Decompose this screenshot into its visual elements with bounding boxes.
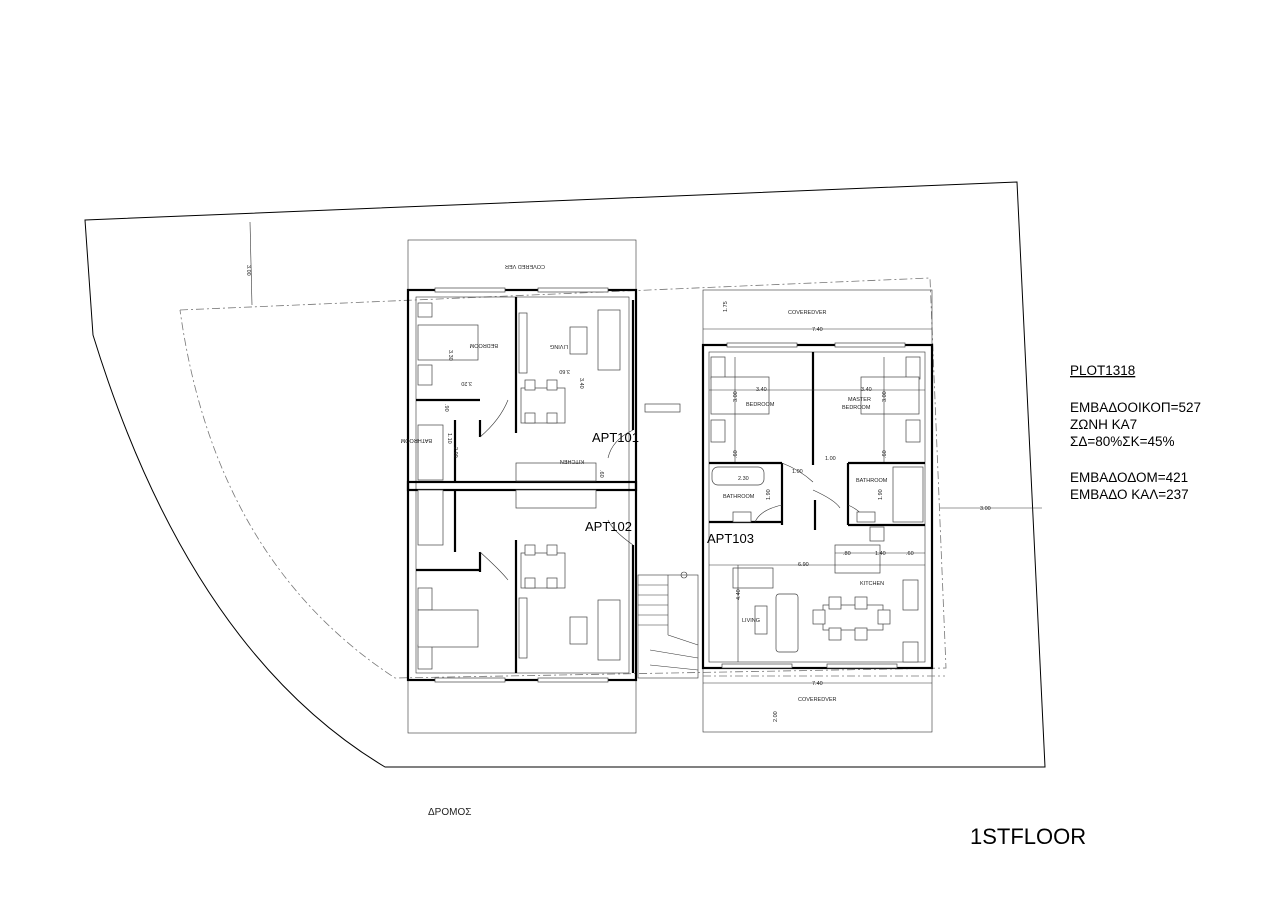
road-label: ΔΡΟΜΟΣ [428,807,471,818]
dim: .60 [906,551,914,557]
dim: 3.40 [578,378,584,389]
master-bedroom-label: MASTER [848,397,871,403]
drawing-title: 1STFLOOR [970,824,1086,849]
coveredver-bottom-label: COVEREDVER [798,697,837,703]
built-area: ΕΜΒΑΔΟΔΟΜ=421 [1070,470,1188,485]
apt101-living-label: LIVING [550,343,568,349]
living-label: LIVING [742,618,760,624]
apt102-label: APT102 [585,519,632,534]
dim: 1.90 [766,489,772,500]
dim: 3.20 [461,380,472,386]
right-building-outline [701,343,934,670]
dim: 3.40 [756,387,767,393]
left-block: COVERED VER [400,239,639,734]
dim: 3.40 [861,387,872,393]
covered-veranda-bottom [407,679,637,734]
dim: 1.75 [723,301,729,312]
dim: 2.30 [738,476,749,482]
dim: 7.40 [812,681,823,687]
apt103-label: APT103 [707,531,754,546]
plot-boundary [84,181,1046,768]
dim: .60 [882,450,888,458]
dim: .80 [843,551,851,557]
plot-area: ΕΜΒΑΔΟΟΙΚΟΠ=527 [1070,400,1201,415]
covered-ver-label: COVERED VER [505,263,545,269]
plot-number: PLOT1318 [1070,363,1135,378]
bathroom-1-label: BATHROOM [723,494,755,500]
apt101-kitchen-label: KITCHEN [560,458,584,464]
dim: 3.30 [447,350,453,361]
coveredver-top-label: COVEREDVER [788,310,827,316]
dim: 3.00 [882,391,888,402]
dim: .90 [443,404,449,412]
dim: .60 [598,470,604,478]
covered-veranda-top-right [702,289,933,346]
apt103-bedroom-label: BEDROOM [746,402,775,408]
dim: 1.10 [446,433,452,444]
dim: 1.00 [792,469,803,475]
setback-dim-left [249,221,253,306]
dim: 1.90 [878,489,884,500]
zone: ΖΩΝΗ ΚΑ7 [1070,417,1137,432]
apt101-bedroom-label: BEDROOM [469,342,498,348]
kitchen-label: KITCHEN [860,581,884,587]
apt101-bathroom-label: BATHROOM [400,437,432,443]
connector-bridge [644,403,681,413]
setback-right-label: 3.00 [980,506,991,512]
setback-line [179,277,947,679]
dim: 7.40 [812,327,823,333]
dim: 1.00 [825,456,836,462]
dim: 2.00 [452,447,458,458]
right-block: COVEREDVER 7.40 1.75 7.40 COVEREDVER 2.0… [701,289,945,733]
dim: 4.40 [736,589,742,600]
apt101-label: APT101 [592,430,639,445]
dim: 6.90 [798,562,809,568]
dim: .60 [733,450,739,458]
dim: 3.60 [559,368,570,374]
dim: 2.00 [773,711,779,722]
master-bedroom-label: BEDROOM [842,405,871,411]
dim: 1.40 [875,551,886,557]
covered-area: ΕΜΒΑΔΟ ΚΑΛ=237 [1070,487,1189,502]
dim: 3.00 [733,391,739,402]
bathroom-2-label: BATHROOM [856,478,888,484]
coefficients: ΣΔ=80%ΣΚ=45% [1070,434,1175,449]
setback-left-label: 3.00 [245,265,251,276]
staircase [637,571,699,679]
